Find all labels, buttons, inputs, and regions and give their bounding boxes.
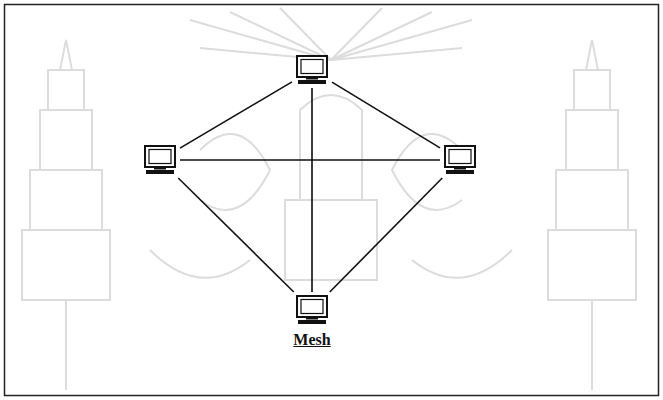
tower-tier (574, 70, 610, 110)
screen (449, 150, 471, 164)
left-tower (22, 40, 110, 390)
tower-tier (548, 230, 636, 300)
tower-tier (48, 70, 84, 110)
network-link (178, 178, 294, 292)
tower-pole (65, 300, 67, 390)
tower-tier (30, 170, 102, 230)
ornament (200, 134, 270, 210)
stand (454, 167, 466, 170)
computer-icon (443, 145, 477, 175)
stand (306, 317, 318, 320)
network-link (330, 178, 442, 292)
tower-tier (556, 170, 628, 230)
keyboard (146, 170, 174, 174)
tower-tier (22, 230, 110, 300)
tower-spire (60, 40, 72, 70)
screen (301, 60, 323, 74)
keyboard (298, 80, 326, 84)
ray (331, 20, 472, 60)
computer-icon (295, 295, 329, 325)
crest-base (285, 200, 377, 280)
monitor (297, 296, 327, 317)
right-tower (548, 40, 636, 390)
computer-icon (143, 145, 177, 175)
crest-shape (300, 95, 362, 200)
computer-node: Mesh (290, 295, 333, 349)
stand (306, 77, 318, 80)
monitor (445, 146, 475, 167)
keyboard (298, 320, 326, 324)
network-link (311, 88, 313, 292)
keyboard (446, 170, 474, 174)
ornament (412, 250, 512, 278)
tower-spire (586, 40, 598, 70)
sunburst-rays (190, 8, 472, 60)
tower-tier (566, 110, 618, 170)
watermark (22, 8, 636, 390)
network-link (332, 82, 440, 148)
computer-icon (295, 55, 329, 85)
computer-node (295, 55, 329, 85)
stand (154, 167, 166, 170)
screen (301, 300, 323, 314)
tower-tier (40, 110, 92, 170)
tower-pole (591, 300, 593, 390)
monitor (145, 146, 175, 167)
screen (149, 150, 171, 164)
monitor (297, 56, 327, 77)
ornament (150, 250, 250, 278)
network-link (180, 159, 440, 161)
topology-label: Mesh (290, 331, 333, 349)
computer-node (143, 145, 177, 175)
network-link (180, 82, 292, 148)
center-crest (150, 95, 512, 280)
ray (331, 48, 462, 60)
computer-node (443, 145, 477, 175)
ray (280, 8, 331, 60)
frame-border (5, 5, 659, 396)
